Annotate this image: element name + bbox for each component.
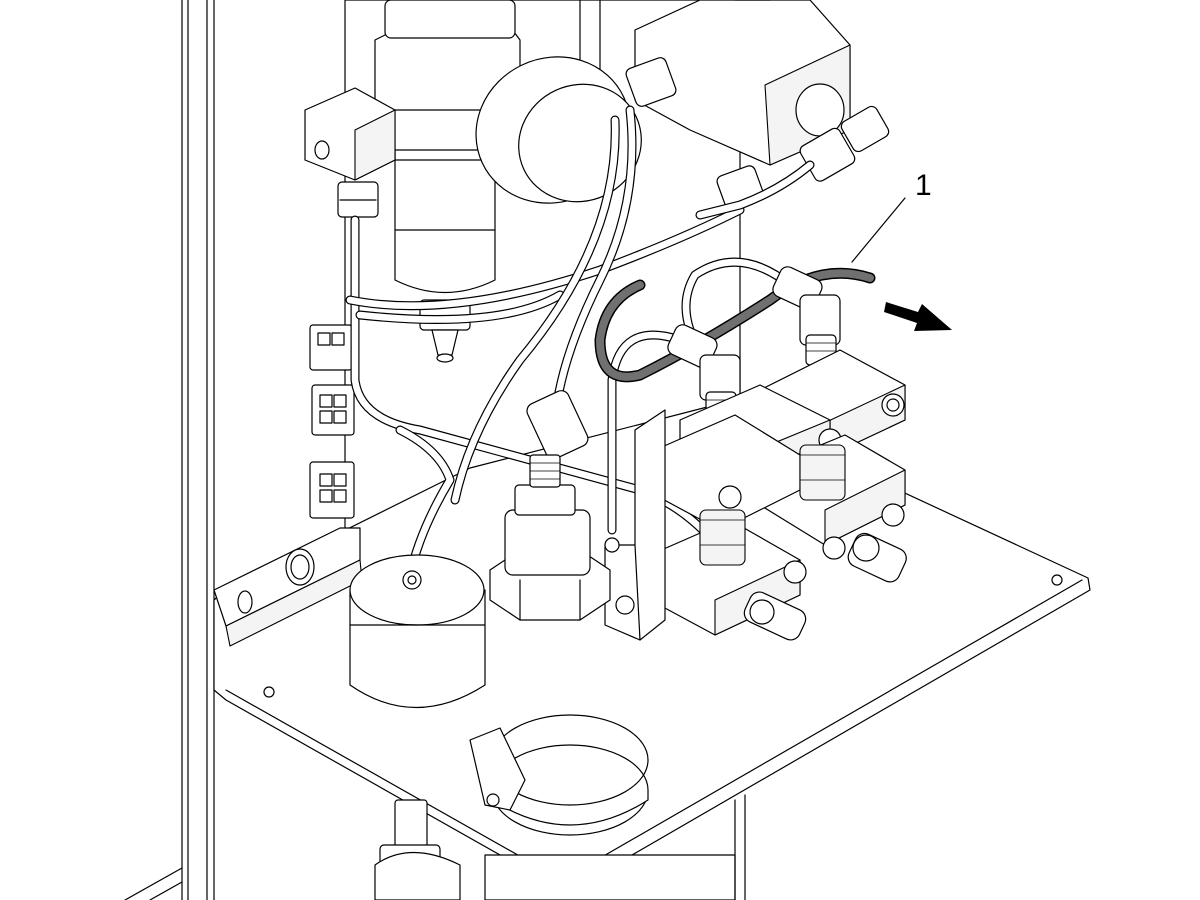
threaded-fitting bbox=[489, 454, 611, 621]
valve-block bbox=[625, 0, 890, 210]
frame-rails bbox=[124, 0, 215, 900]
pull-direction-arrow bbox=[884, 302, 952, 331]
electrical-connectors bbox=[309, 324, 355, 519]
callout-1: 1 bbox=[851, 169, 932, 263]
manifold-blocks bbox=[604, 349, 907, 641]
filter-regulator bbox=[304, 0, 521, 363]
lid-cap bbox=[469, 714, 649, 836]
canister bbox=[349, 554, 486, 708]
under-plate-parts bbox=[374, 794, 746, 900]
callout-number-1: 1 bbox=[915, 169, 932, 202]
